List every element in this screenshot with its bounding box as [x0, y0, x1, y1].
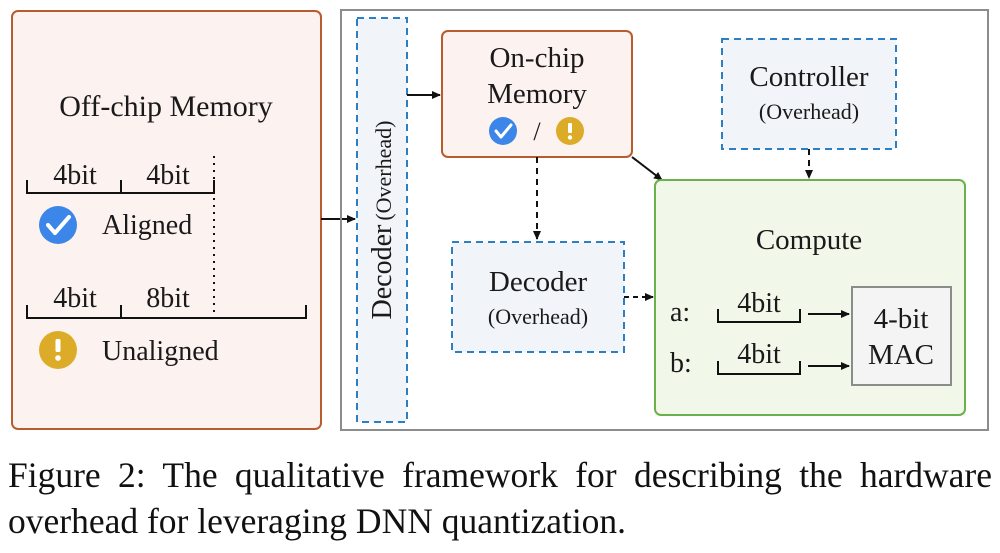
decoder-left-box: Decoder (Overhead) [356, 17, 408, 423]
unaligned-label: Unaligned [102, 336, 219, 367]
check-circle-icon [489, 117, 517, 145]
aligned-label: Aligned [102, 210, 192, 241]
unaligned-width-2: 8bit [146, 283, 190, 314]
onchip-memory-box: On-chip Memory / [441, 30, 633, 158]
exclamation-circle-icon [39, 331, 77, 369]
unaligned-width-1: 4bit [53, 283, 97, 314]
onchip-memory-line2: Memory [487, 78, 587, 110]
mac-line1: 4-bit [874, 303, 929, 335]
decoder-mid-box: Decoder (Overhead) [451, 241, 625, 353]
framework-diagram: Off-chip Memory 4bit 4bit Aligned 4bit 8… [11, 9, 989, 431]
compute-box: Compute a: 4bit b: 4bit 4-bit MAC [654, 179, 966, 416]
decoder-mid-note: (Overhead) [488, 304, 588, 329]
operand-a-width: 4bit [737, 288, 781, 319]
controller-title: Controller [749, 61, 869, 93]
operand-b-width: 4bit [737, 339, 781, 370]
operand-a-label: a: [670, 297, 690, 328]
exclamation-circle-icon [556, 117, 584, 145]
decoder-mid-title: Decoder [489, 266, 588, 298]
onchip-separator: / [533, 117, 541, 146]
mac-unit-box: 4-bit MAC [851, 286, 952, 386]
decoder-left-label: Decoder (Overhead) [367, 121, 398, 320]
decoder-left-note: (Overhead) [371, 121, 396, 221]
controller-note: (Overhead) [759, 99, 859, 124]
controller-box: Controller (Overhead) [721, 38, 897, 150]
arrow-onchip-to-compute [631, 156, 663, 181]
unaligned-bit-widths [26, 305, 307, 319]
operand-b-label: b: [670, 348, 692, 379]
aligned-width-2: 4bit [146, 160, 190, 191]
figure-caption: Figure 2: The qualitative framework for … [8, 455, 992, 541]
aligned-bit-widths [26, 180, 215, 194]
operand-b-bracket [717, 361, 801, 375]
operand-a-bracket [717, 309, 801, 323]
check-circle-icon [39, 206, 77, 244]
compute-title: Compute [756, 224, 862, 256]
onchip-memory-line1: On-chip [489, 42, 584, 74]
offchip-memory-box: Off-chip Memory 4bit 4bit Aligned 4bit 8… [11, 10, 322, 430]
aligned-width-1: 4bit [53, 160, 97, 191]
offchip-memory-title: Off-chip Memory [59, 90, 273, 123]
mac-line2: MAC [868, 339, 934, 371]
decoder-left-title: Decoder [367, 224, 398, 320]
system-box [340, 9, 989, 431]
